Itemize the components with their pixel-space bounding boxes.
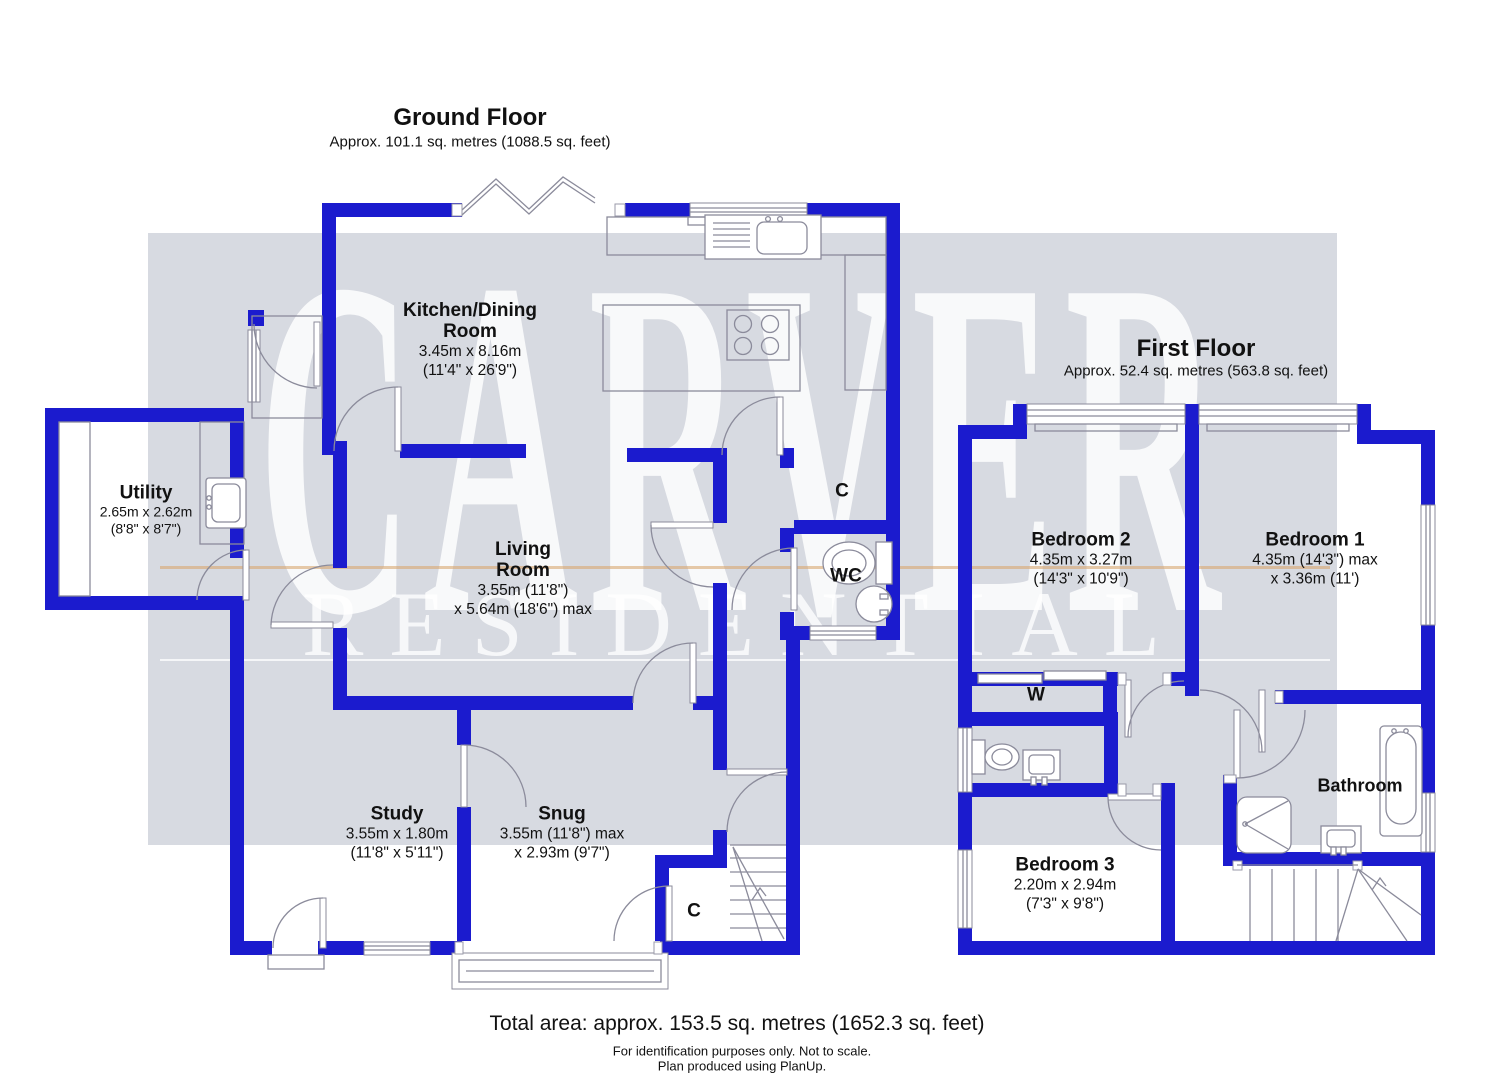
produced-text: Plan produced using PlanUp. bbox=[657, 1058, 827, 1074]
gf-stairs-icon bbox=[730, 844, 786, 942]
first-floor-plan bbox=[957, 403, 1436, 955]
hall-snug-door-icon bbox=[726, 768, 788, 833]
ground-floor-windows bbox=[247, 202, 877, 990]
bedroom3-label: Bedroom 3 2.20m x 2.94m (7'3" x 9'8") bbox=[1013, 854, 1117, 913]
kitchen-island bbox=[602, 304, 801, 392]
living-room-label: Living Room 3.55m (11'8") x 5.64m (18'6"… bbox=[454, 539, 592, 618]
wardrobe-icon bbox=[977, 670, 1107, 684]
bedroom1-door-icon bbox=[1199, 689, 1266, 753]
study-label: Study 3.55m x 1.80m (11'8" x 5'11") bbox=[345, 803, 449, 862]
first-floor-windows bbox=[957, 403, 1436, 929]
utility-door-icon bbox=[196, 549, 250, 601]
watermark-accent-line bbox=[160, 566, 1330, 569]
first-floor-walls bbox=[958, 404, 1435, 955]
snug-label: Snug 3.55m (11'8") max x 2.93m (9'7") bbox=[499, 803, 625, 862]
wc-window-icon bbox=[809, 625, 877, 641]
bedroom2-label: Bedroom 2 4.35m x 3.27m (14'3" x 10'9") bbox=[1029, 529, 1133, 588]
kitchen-sink-icon bbox=[704, 214, 822, 260]
watermark-white-line bbox=[160, 659, 1330, 661]
hob-icon bbox=[726, 309, 790, 361]
gf-basin-icon bbox=[855, 585, 893, 623]
study-window-icon bbox=[363, 941, 431, 956]
closet-lower-door-icon bbox=[613, 885, 673, 942]
bathroom-label: Bathroom bbox=[1317, 775, 1403, 796]
utility-label: Utility 2.65m x 2.62m (8'8" x 8'7") bbox=[99, 482, 193, 537]
bedroom1-side-window-icon bbox=[1420, 504, 1436, 626]
kitchen-dining-label: Kitchen/Dining Room 3.45m x 8.16m (11'4"… bbox=[402, 300, 538, 379]
study-snug-door-icon bbox=[460, 744, 527, 808]
first-floor-subtitle: Approx. 52.4 sq. metres (563.8 sq. feet) bbox=[1063, 362, 1329, 380]
bedroom3-window-icon bbox=[957, 849, 973, 929]
porch-door-icon bbox=[253, 321, 321, 389]
bathroom-basin-icon bbox=[1320, 825, 1362, 856]
wall-break-icon bbox=[461, 176, 596, 216]
ground-floor-doors bbox=[196, 321, 798, 970]
wc-label: WC bbox=[830, 565, 862, 587]
porch-outline bbox=[251, 315, 323, 419]
wardrobe-label: W bbox=[1027, 684, 1045, 706]
bedroom2-door-icon bbox=[1124, 679, 1185, 738]
ground-floor-walls bbox=[45, 203, 900, 955]
porch-window-icon bbox=[247, 329, 261, 403]
total-area-text: Total area: approx. 153.5 sq. metres (16… bbox=[489, 1012, 985, 1035]
bedroom3-door-icon bbox=[1107, 793, 1162, 851]
front-door-icon bbox=[267, 897, 327, 970]
snug-living-door-icon bbox=[632, 642, 697, 704]
bathroom-door-icon bbox=[1233, 709, 1306, 779]
ground-floor-plan bbox=[45, 176, 900, 990]
hall-door-icon bbox=[333, 386, 402, 452]
ff-toilet-icon bbox=[971, 739, 1020, 775]
snug-bay-window-icon bbox=[451, 952, 669, 990]
living-hall-door-icon bbox=[650, 521, 714, 588]
utility-sink-icon bbox=[205, 477, 247, 529]
closet-lower-label: C bbox=[687, 900, 701, 922]
closet-upper-label: C bbox=[835, 480, 849, 502]
bedroom1-window-icon bbox=[1198, 403, 1358, 432]
kitchen-window-icon bbox=[687, 202, 811, 226]
bedroom1-label: Bedroom 1 4.35m (14'3") max x 3.36m (11'… bbox=[1252, 529, 1378, 588]
bedroom2-window-icon bbox=[1026, 403, 1186, 432]
bathroom-window-icon bbox=[1420, 792, 1436, 853]
ff-wc-window-icon bbox=[957, 727, 973, 793]
living-room-door-icon bbox=[270, 564, 334, 629]
wc-door-icon bbox=[731, 547, 798, 611]
ff-basin-icon bbox=[1022, 749, 1061, 786]
first-floor-title: First Floor bbox=[1136, 335, 1256, 362]
first-floor-doors bbox=[1107, 679, 1306, 851]
bathtub-icon bbox=[1379, 725, 1423, 837]
ff-stairs-icon bbox=[1232, 860, 1422, 942]
disclaimer-text: For identification purposes only. Not to… bbox=[612, 1043, 872, 1059]
ff-jambs bbox=[1117, 672, 1284, 797]
gf-toilet-icon bbox=[822, 541, 893, 585]
ground-floor-subtitle: Approx. 101.1 sq. metres (1088.5 sq. fee… bbox=[329, 133, 611, 151]
closet-upper-door-icon bbox=[721, 396, 784, 456]
ground-floor-title: Ground Floor bbox=[393, 104, 547, 131]
shower-icon bbox=[1236, 796, 1292, 854]
